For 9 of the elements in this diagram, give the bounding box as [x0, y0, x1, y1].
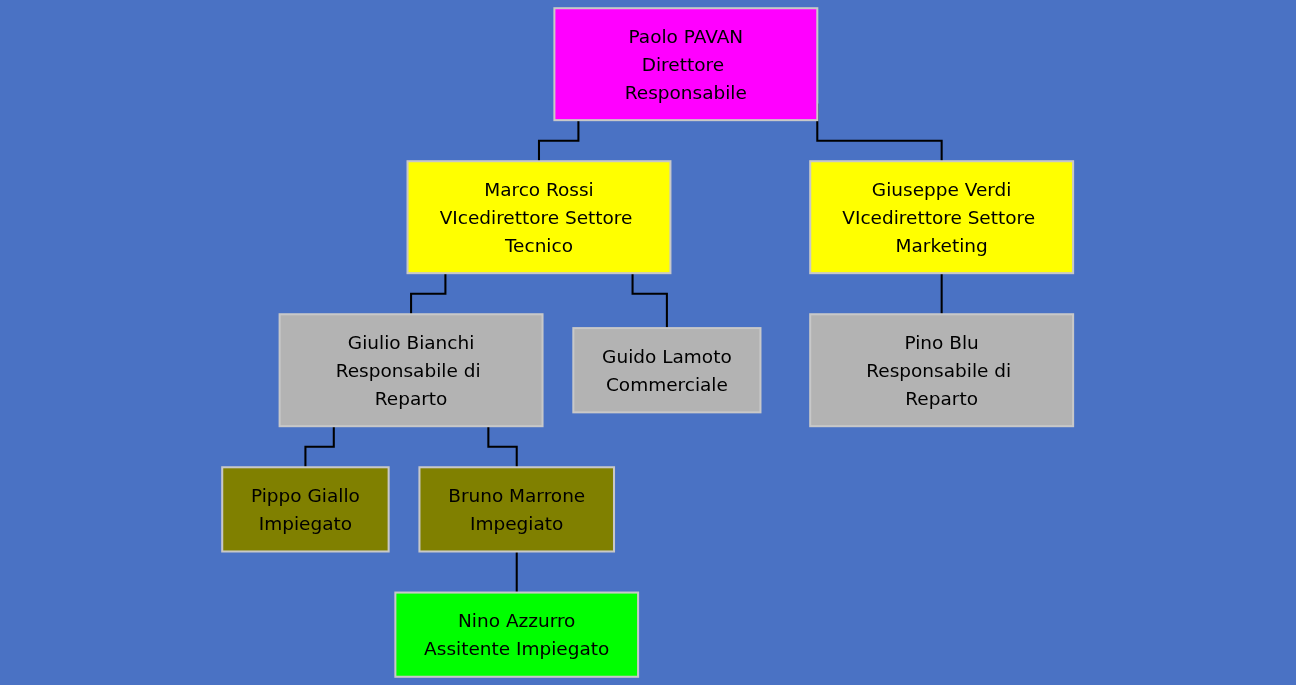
node-box: Paolo PAVAN Direttore Responsabile: [553, 7, 819, 122]
node-box: Marco Rossi VIcedirettore Settore Tecnico: [406, 160, 672, 275]
node-box: Guido Lamoto Commerciale: [572, 327, 762, 414]
node-box: Bruno Marrone Impegiato: [418, 466, 616, 553]
node-box: Giulio Bianchi Responsabile di Reparto: [278, 313, 544, 428]
node-box: Pino Blu Responsabile di Reparto: [809, 313, 1075, 428]
node-box: Giuseppe Verdi VIcedirettore Settore Marketing: [809, 160, 1075, 275]
node-box: Pippo Giallo Impiegato: [221, 466, 390, 553]
node-box: Nino Azzurro Assitente Impiegato: [394, 591, 640, 678]
